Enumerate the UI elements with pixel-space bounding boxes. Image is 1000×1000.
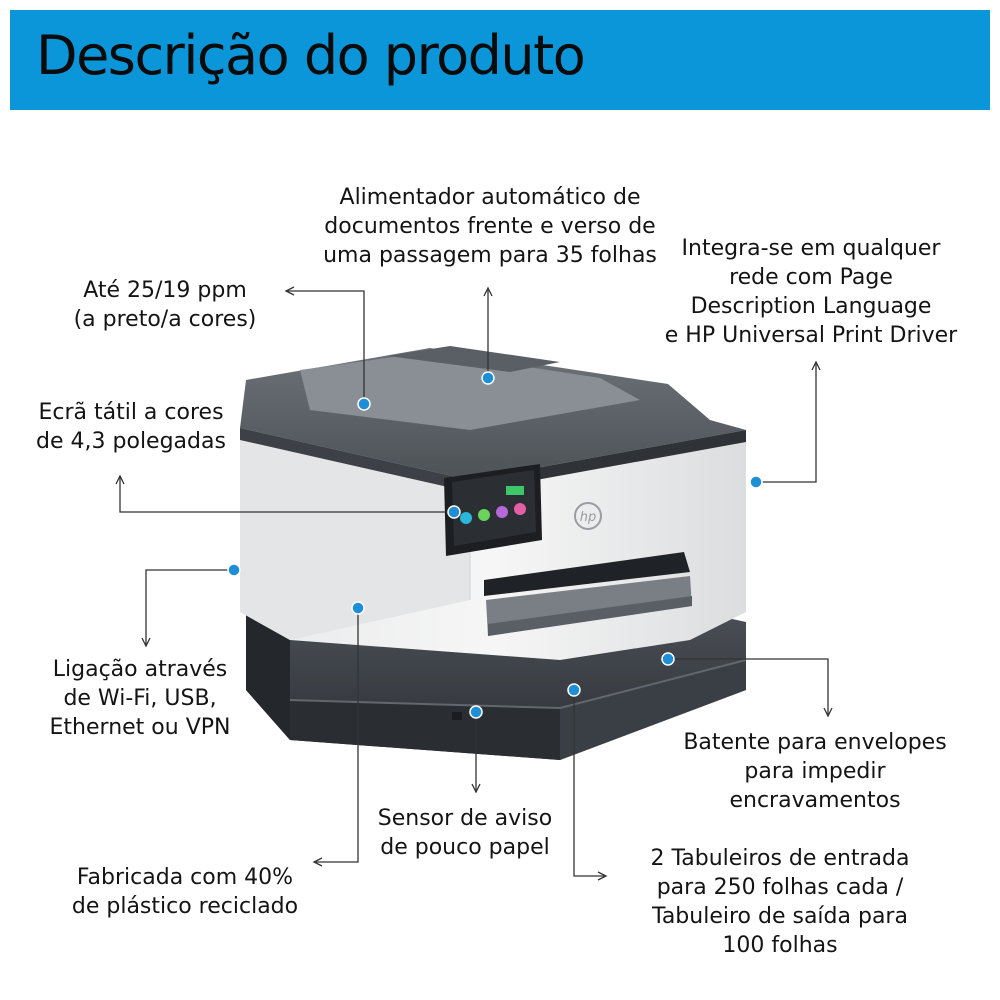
callout-trays-line: 100 folhas	[722, 933, 838, 958]
callout-network-line: Description Language	[690, 294, 932, 319]
callout-touchscreen: Ecrã tátil a cores de 4,3 polegadas	[16, 398, 246, 456]
callout-recycled-line: de plástico reciclado	[71, 894, 299, 919]
callout-sensor-line: de pouco papel	[380, 835, 550, 860]
callout-connectivity: Ligação através de Wi-Fi, USB, Ethernet …	[20, 655, 260, 742]
callout-ppm-line: Até 25/19 ppm	[83, 278, 247, 303]
hp-logo: hp	[574, 502, 602, 530]
callout-recycled: Fabricada com 40% de plástico reciclado	[40, 863, 330, 921]
callout-connectivity-line: Ethernet ou VPN	[49, 715, 231, 740]
callout-trays: 2 Tabuleiros de entrada para 250 folhas …	[620, 844, 940, 960]
callout-ppm-line: (a preto/a cores)	[73, 307, 257, 332]
svg-text:hp: hp	[580, 510, 597, 525]
callout-trays-line: 2 Tabuleiros de entrada	[650, 846, 910, 871]
callout-network: Integra-se em qualquer rede com Page Des…	[636, 234, 986, 350]
callout-network-line: e HP Universal Print Driver	[664, 323, 958, 348]
callout-envelope: Batente para envelopes para impedir encr…	[650, 728, 980, 815]
callout-sensor: Sensor de aviso de pouco papel	[350, 804, 580, 862]
callout-network-line: rede com Page	[729, 265, 893, 290]
callout-connectivity-line: Ligação através	[52, 657, 228, 682]
callout-recycled-line: Fabricada com 40%	[76, 865, 294, 890]
callout-adf: Alimentador automático de documentos fre…	[250, 183, 730, 270]
callout-dots	[227, 371, 763, 719]
header-banner: Descrição do produto	[10, 10, 990, 110]
callout-connectivity-line: de Wi-Fi, USB,	[63, 686, 217, 711]
callout-adf-line: uma passagem para 35 folhas	[323, 243, 657, 268]
callout-adf-line: Alimentador automático de	[339, 185, 641, 210]
callout-envelope-line: encravamentos	[729, 788, 901, 813]
callout-touchscreen-line: Ecrã tátil a cores	[38, 400, 224, 425]
callout-envelope-line: para impedir	[744, 759, 886, 784]
callout-trays-line: Tabuleiro de saída para	[652, 904, 908, 929]
callout-ppm: Até 25/19 ppm (a preto/a cores)	[50, 276, 280, 334]
leader-lines	[115, 286, 833, 881]
callout-network-line: Integra-se em qualquer	[681, 236, 941, 261]
callout-sensor-line: Sensor de aviso	[377, 806, 553, 831]
page-title: Descrição do produto	[36, 24, 586, 87]
callout-adf-line: documentos frente e verso de	[324, 214, 656, 239]
callout-touchscreen-line: de 4,3 polegadas	[36, 429, 226, 454]
callout-trays-line: para 250 folhas cada /	[656, 875, 904, 900]
callout-envelope-line: Batente para envelopes	[683, 730, 947, 755]
touchscreen-display	[444, 464, 542, 556]
lock-slot	[452, 712, 462, 720]
output-tray	[484, 552, 692, 636]
